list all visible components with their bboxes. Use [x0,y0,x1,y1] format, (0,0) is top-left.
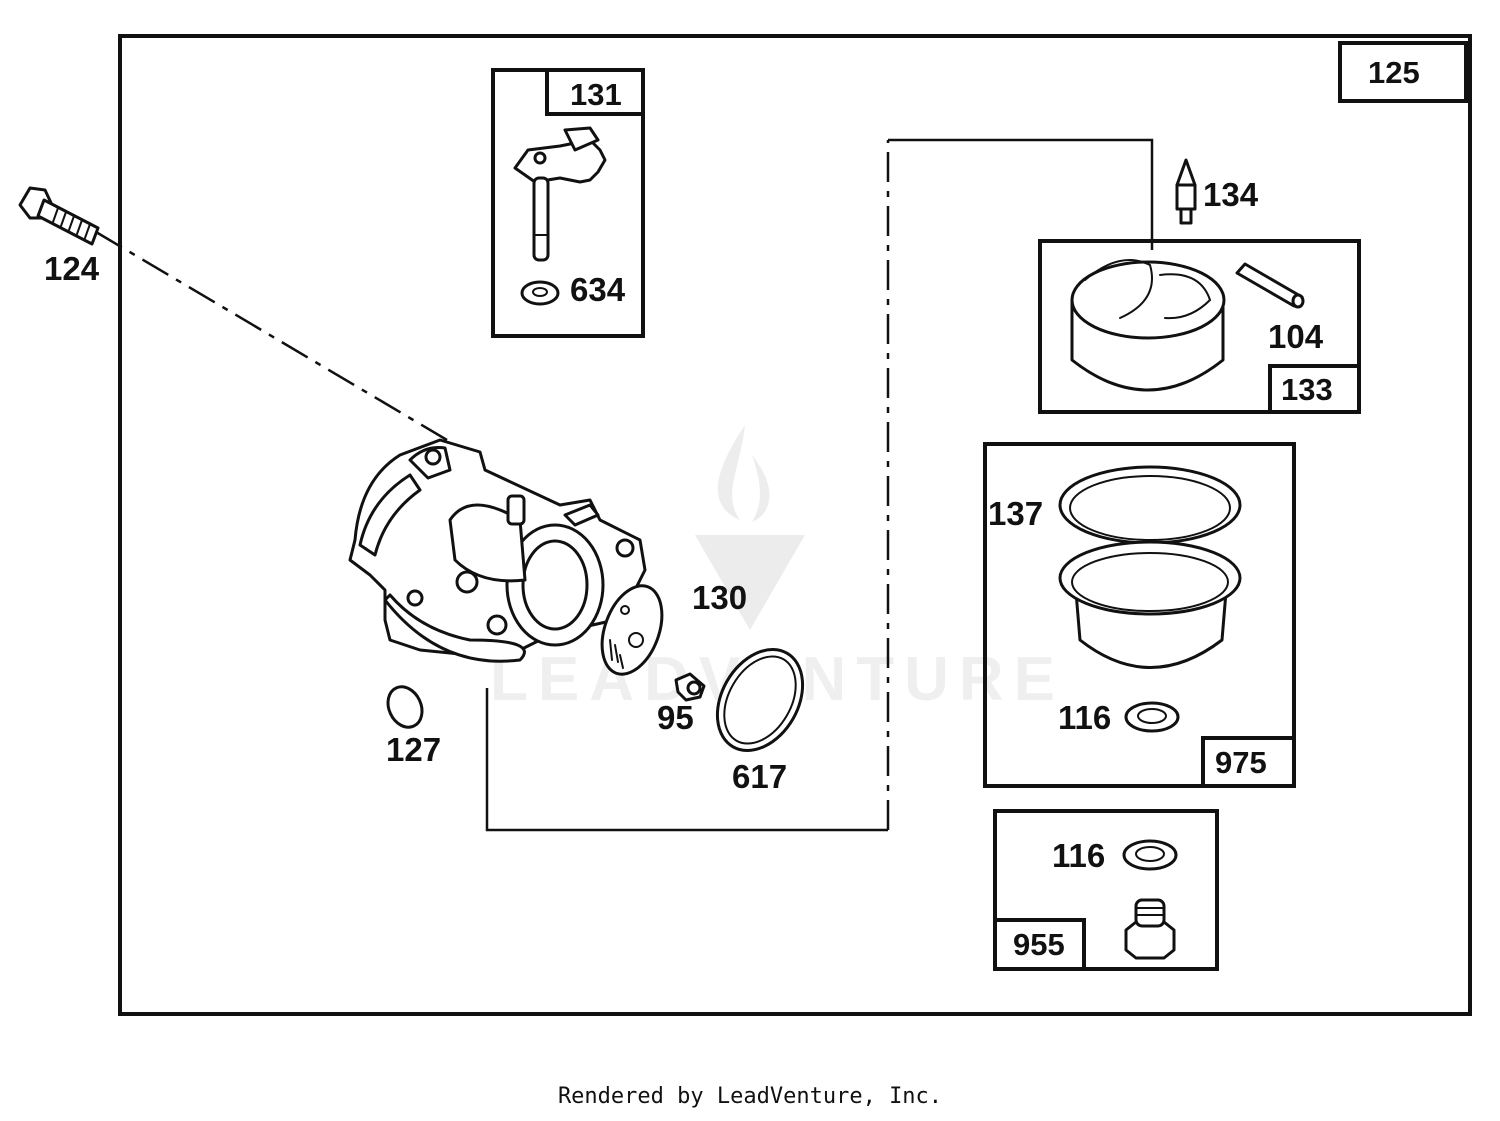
bowl-seal-part [1058,465,1242,545]
label-130: 130 [692,579,747,616]
o-ring-617-part [715,648,805,752]
leadventure-watermark-logo [695,425,805,630]
welch-plug-part [386,685,424,729]
washer-116-b-part [1122,839,1178,871]
bolt-leader-line [95,230,448,442]
carburetor-body-part [348,438,647,663]
fuel-bowl-part [1058,540,1242,669]
label-975: 975 [1215,745,1267,780]
label-104: 104 [1268,318,1324,355]
float-needle-part [513,126,607,262]
drain-box [993,809,1219,971]
screw-95-part [674,672,706,702]
label-133: 133 [1281,372,1333,407]
main-box-label: 125 [1368,55,1420,90]
inlet-needle-part [1175,158,1197,225]
washer-116-a-part [1124,701,1180,733]
footer-credit: Rendered by LeadVenture, Inc. [557,1084,943,1109]
connector-line-bottom [485,688,888,832]
label-124: 124 [44,250,100,287]
float-box [1038,239,1361,414]
bolt-part [18,186,100,246]
label-634: 634 [570,271,626,308]
label-116-b: 116 [1052,837,1105,874]
float-part [1070,259,1226,392]
main-frame [118,34,1472,1016]
drain-plug-part [1124,898,1176,960]
main-box-label-frame [1338,41,1468,103]
bowl-box [983,442,1296,788]
label-137: 137 [988,495,1043,532]
bowl-box-label-frame [1201,736,1296,788]
label-955: 955 [1013,927,1065,962]
pin-part [1235,262,1305,309]
label-134: 134 [1203,176,1259,213]
float-needle-box-label-frame [545,68,645,116]
label-131: 131 [570,77,622,112]
label-127: 127 [386,731,441,768]
label-116-a: 116 [1058,699,1111,736]
label-617: 617 [732,758,787,795]
connector-line-top [888,138,1154,250]
gasket-130-part [600,584,664,676]
drain-box-label-frame [993,918,1086,971]
float-box-label-frame [1268,364,1361,414]
washer-634-part [520,280,560,306]
label-95: 95 [657,699,694,736]
